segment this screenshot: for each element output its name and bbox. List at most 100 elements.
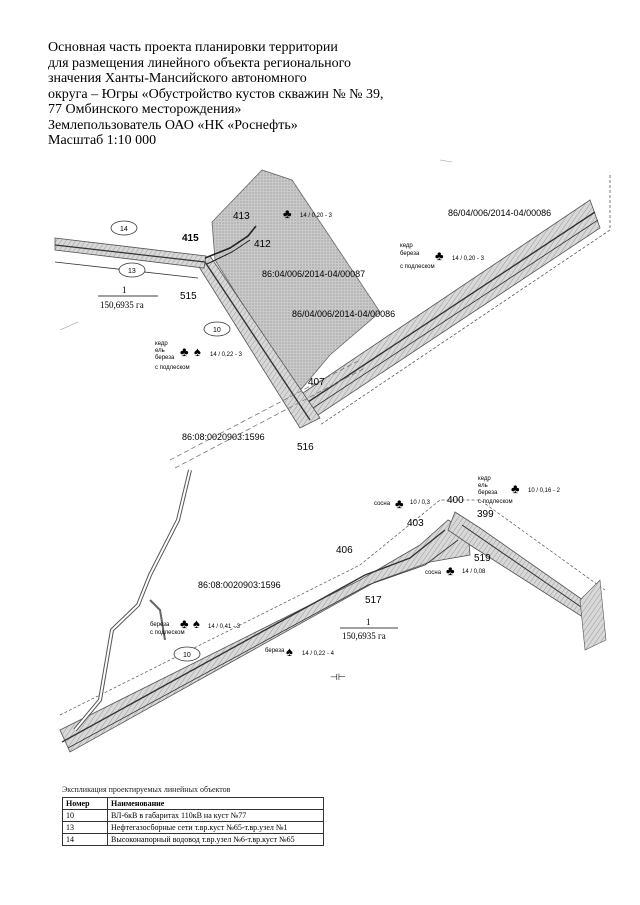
table-row: 14 Высоконапорный водовод т.вр.узел №6-т… xyxy=(62,833,324,846)
right-of-way-corridor xyxy=(59,519,471,753)
svg-text:ель: ель xyxy=(478,483,488,489)
legend-table: Номер Наименование 10 ВЛ-6кВ в габаритах… xyxy=(62,797,324,846)
svg-text:кедр: кедр xyxy=(478,476,491,482)
point-label: 406 xyxy=(336,545,353,556)
forest-label: кедр береза с подлеском ♣ 14 / 0,20 - 3 xyxy=(400,243,485,270)
svg-text:14 / 0,20 - 3: 14 / 0,20 - 3 xyxy=(452,256,485,262)
map-title-block: Основная часть проекта планировки террит… xyxy=(48,40,468,149)
svg-text:10 / 0,3: 10 / 0,3 xyxy=(410,500,431,506)
table-cell: Высоконапорный водовод т.вр.узел №6-т.вр… xyxy=(107,833,324,846)
title-line: Основная часть проекта планировки террит… xyxy=(48,40,338,55)
object-number-circle xyxy=(173,646,201,662)
explication-table: Экспликация проектируемых линейных объек… xyxy=(62,785,332,846)
svg-text:с подлеском: с подлеском xyxy=(155,365,190,371)
title-line: 77 Омбинского месторождения» xyxy=(48,102,242,117)
point-label: 515 xyxy=(180,291,197,302)
svg-text:береза: береза xyxy=(265,648,285,654)
forest-label: ♣ 14 / 0,20 - 3 xyxy=(283,206,333,221)
point-label: 400 xyxy=(447,495,464,506)
table-row: 13 Нефтегазосборные сети т.вр.куст №65-т… xyxy=(62,821,324,834)
area-value: 150,6935 га xyxy=(100,300,144,310)
cadastral-number: 86/04/006/2014-04/00086 xyxy=(292,309,395,319)
point-label: 519 xyxy=(474,553,491,564)
point-label: 517 xyxy=(365,595,382,606)
point-label: 399 xyxy=(477,509,494,520)
cadastral-number: 86:08:0020903:1596 xyxy=(182,432,265,442)
point-label: 516 xyxy=(297,442,314,453)
svg-text:ель: ель xyxy=(155,348,165,354)
point-label: 415 xyxy=(182,233,199,244)
tree-icon: ♠ xyxy=(193,616,200,631)
cadastral-number: 86:04/006/2014-04/00087 xyxy=(262,269,365,279)
tree-icon: ♣ xyxy=(180,344,189,359)
area-value: 150,6935 га xyxy=(342,631,386,641)
svg-text:береза: береза xyxy=(150,622,170,628)
point-label: 403 xyxy=(407,518,424,529)
table-cell: ВЛ-6кВ в габаритах 110кВ на куст №77 xyxy=(107,809,324,822)
svg-text:14 / 0,22 - 3: 14 / 0,22 - 3 xyxy=(210,352,243,358)
forest-label: сосна ♣ 10 / 0,3 xyxy=(374,496,431,511)
object-number-circle xyxy=(203,321,231,337)
top-fragment: 413 415 412 515 407 516 14 13 10 86/04/0… xyxy=(54,159,611,469)
tree-icon: ♣ xyxy=(180,616,189,631)
point-label: 412 xyxy=(254,239,271,250)
object-number-circle xyxy=(118,262,146,278)
column-header: Номер xyxy=(62,797,108,810)
svg-text:сосна: сосна xyxy=(374,501,391,507)
cadastral-number: 86:08:0020903:1596 xyxy=(198,580,281,590)
svg-text:береза: береза xyxy=(155,355,175,361)
cadastral-number: 86/04/006/2014-04/00086 xyxy=(448,208,551,218)
svg-text:14 / 0,20 - 3: 14 / 0,20 - 3 xyxy=(300,213,333,219)
point-label: 413 xyxy=(233,211,250,222)
svg-text:с подлеском: с подлеском xyxy=(400,264,435,270)
table-cell: 13 xyxy=(62,821,108,834)
table-cell: 14 xyxy=(62,833,108,846)
svg-text:береза: береза xyxy=(400,251,420,257)
svg-text:с подлеском: с подлеском xyxy=(150,630,185,636)
map-symbol: ⊣⊢ xyxy=(330,672,346,682)
svg-text:сосна: сосна xyxy=(425,570,442,576)
area-number: 1 xyxy=(122,285,127,295)
land-parcel xyxy=(211,169,381,394)
tree-icon: ♣ xyxy=(446,563,455,578)
object-number: 10 xyxy=(183,652,191,659)
table-cell: 10 xyxy=(62,809,108,822)
title-line: для размещения линейного объекта региона… xyxy=(48,55,352,71)
bottom-fragment: 400 399 403 406 519 517 10 86:08:0020903… xyxy=(59,469,607,753)
title-line: Землепользователь ОАО «НК «Роснефть» xyxy=(48,117,298,133)
forest-label: береза с подлеском ♣ ♠ 14 / 0,41 - 3 xyxy=(150,616,241,636)
svg-text:14 / 0,41 - 3: 14 / 0,41 - 3 xyxy=(208,624,241,630)
forest-label: сосна ♣ 14 / 0,08 xyxy=(425,563,486,578)
tree-icon: ♣ xyxy=(435,248,444,263)
scale-label: Масштаб 1:10 000 xyxy=(48,133,157,148)
svg-text:кедр: кедр xyxy=(400,243,413,249)
forest-label: кедр ель береза с подлеском ♣ ♠ 14 / 0,2… xyxy=(155,341,243,371)
point-label: 407 xyxy=(308,377,325,388)
table-header-row: Номер Наименование xyxy=(62,797,324,810)
svg-text:10 / 0,16 - 2: 10 / 0,16 - 2 xyxy=(528,488,561,494)
svg-text:14 / 0,22 - 4: 14 / 0,22 - 4 xyxy=(302,651,335,657)
object-number: 14 xyxy=(120,226,128,233)
object-number: 13 xyxy=(128,268,136,275)
tree-icon: ♠ xyxy=(286,644,293,659)
svg-text:с подлеском: с подлеском xyxy=(478,499,513,505)
tree-icon: ♣ xyxy=(395,496,404,511)
tree-icon: ♣ xyxy=(283,206,292,221)
forest-label: береза ♠ 14 / 0,22 - 4 xyxy=(265,644,335,659)
column-header: Наименование xyxy=(107,797,324,810)
tree-icon: ♣ xyxy=(511,481,520,496)
title-line: значения Ханты-Мансийского автономного xyxy=(48,71,307,86)
table-cell: Нефтегазосборные сети т.вр.куст №65-т.вр… xyxy=(107,821,324,834)
svg-text:14 / 0,08: 14 / 0,08 xyxy=(462,569,486,575)
area-number: 1 xyxy=(366,617,371,627)
table-row: 10 ВЛ-6кВ в габаритах 110кВ на куст №77 xyxy=(62,809,324,822)
svg-text:береза: береза xyxy=(478,490,498,496)
tree-icon: ♠ xyxy=(194,344,201,359)
legend-caption: Экспликация проектируемых линейных объек… xyxy=(62,785,231,794)
title-line: округа – Югры «Обустройство кустов скваж… xyxy=(48,86,384,102)
svg-text:кедр: кедр xyxy=(155,341,168,347)
object-number-circle xyxy=(110,220,138,236)
forest-label: кедр ель береза с подлеском ♣ 10 / 0,16 … xyxy=(478,476,561,505)
object-number: 10 xyxy=(213,327,221,334)
